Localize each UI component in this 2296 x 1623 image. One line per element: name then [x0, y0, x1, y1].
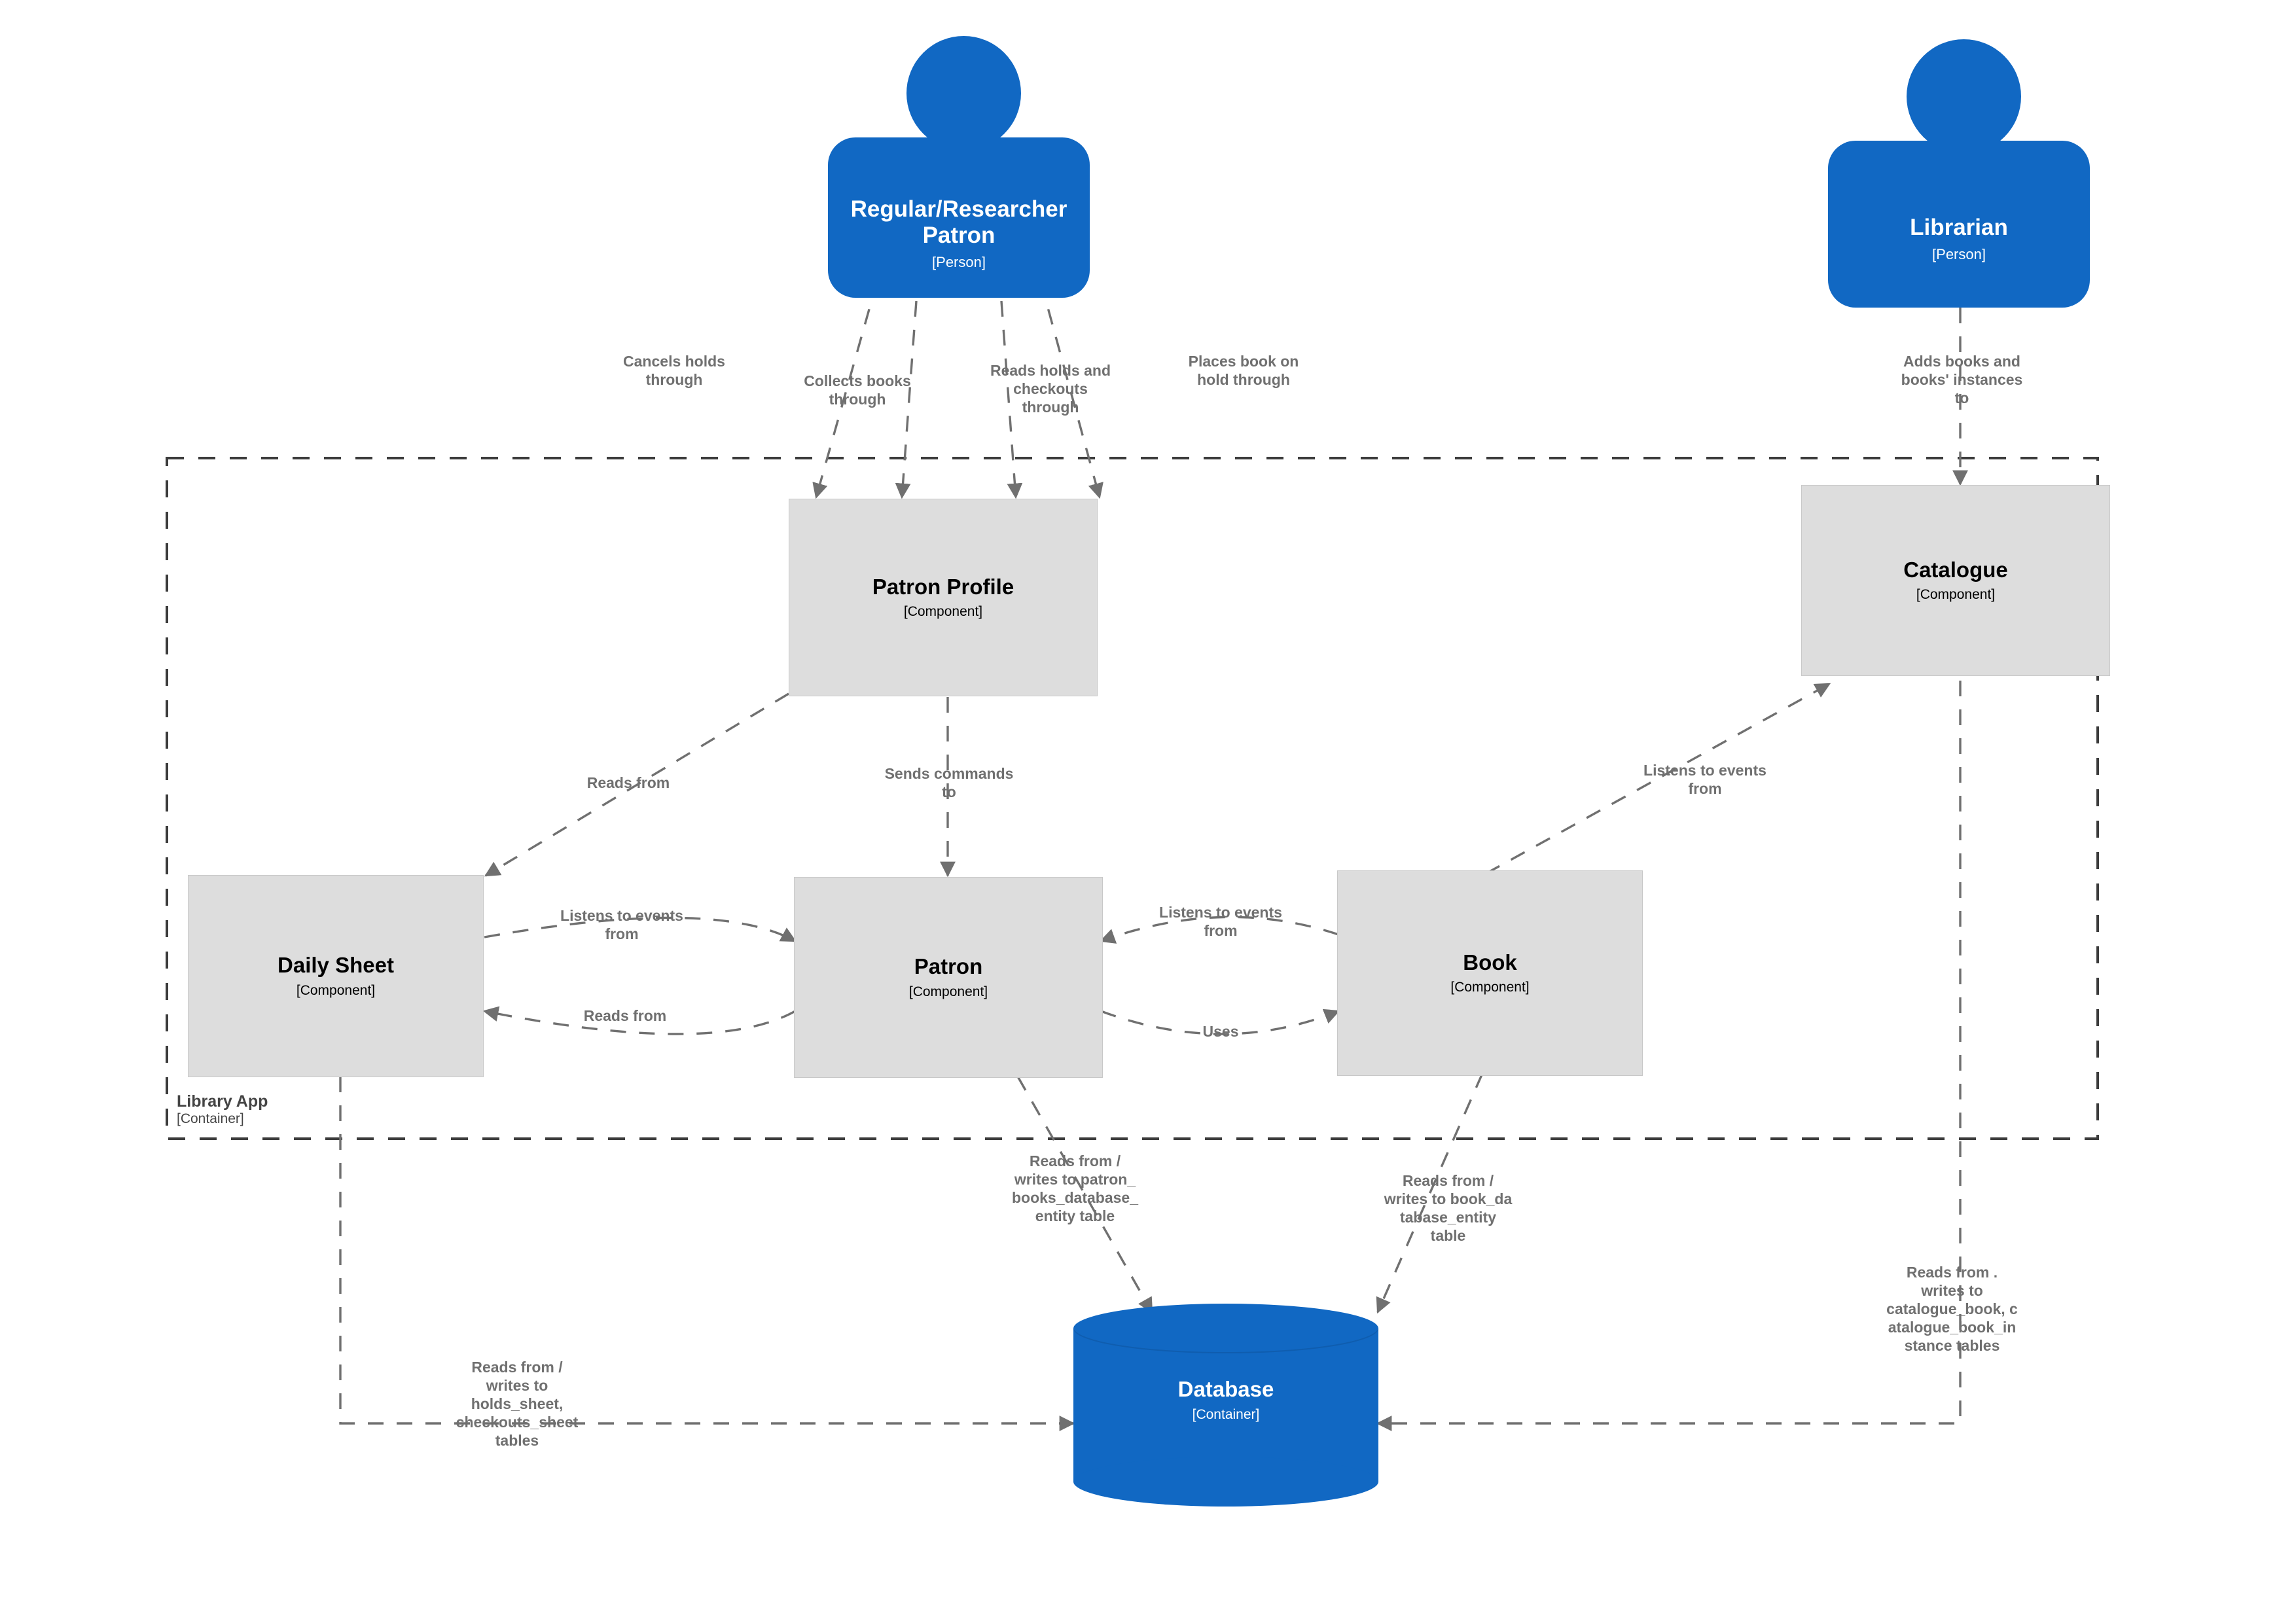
component-daily-sheet-name: Daily Sheet: [278, 953, 394, 978]
person-patron-type: [Person]: [932, 253, 986, 270]
database-name: Database: [1177, 1377, 1274, 1401]
component-patron-type: [Component]: [908, 984, 988, 999]
component-book-name: Book: [1463, 950, 1517, 974]
component-book-type: [Component]: [1450, 980, 1530, 995]
component-daily-sheet[interactable]: Daily Sheet [Component]: [188, 875, 484, 1077]
person-patron-label: Regular/Researcher Patron [Person]: [828, 196, 1090, 271]
person-librarian[interactable]: Librarian [Person]: [1828, 39, 2090, 308]
rel-label-patron-uses-book: Uses: [1202, 1023, 1239, 1040]
component-patron-profile-name: Patron Profile: [872, 574, 1014, 599]
database-cylinder[interactable]: Database [Container]: [1073, 1304, 1378, 1507]
person-patron-name: Regular/Researcher Patron: [850, 196, 1067, 248]
rel-label-patron-database: Reads from /writes to patron_books_datab…: [1011, 1152, 1139, 1225]
component-patron-name: Patron: [914, 954, 983, 979]
rel-label-profile-reads-daily: Reads from: [586, 774, 670, 791]
database-type: [Container]: [1192, 1407, 1260, 1422]
boundary-type: [Container]: [177, 1111, 244, 1126]
database-body-icon: [1073, 1329, 1378, 1482]
boundary-name: Library App: [177, 1092, 268, 1111]
database-top-icon: [1073, 1304, 1378, 1353]
component-daily-sheet-type: [Component]: [296, 982, 376, 998]
boundary-label-library-app: Library App [Container]: [177, 1092, 439, 1127]
database-label: Database [Container]: [1073, 1377, 1378, 1423]
database-bottom-icon: [1073, 1457, 1378, 1507]
librarian-body-icon: [1828, 141, 2090, 308]
person-regular-researcher-patron[interactable]: Regular/Researcher Patron [Person]: [828, 36, 1090, 298]
component-catalogue-type: [Component]: [1916, 587, 1996, 603]
rel-label-patron-reads-daily: Reads from: [583, 1007, 667, 1024]
person-body-icon: [828, 137, 1090, 298]
component-patron-profile[interactable]: Patron Profile [Component]: [789, 499, 1098, 696]
component-patron-profile-type: [Component]: [903, 604, 983, 620]
person-librarian-name: Librarian: [1910, 215, 2008, 240]
component-catalogue[interactable]: Catalogue [Component]: [1801, 485, 2110, 676]
person-head-icon: [906, 36, 1021, 151]
component-book[interactable]: Book [Component]: [1337, 870, 1643, 1076]
person-librarian-type: [Person]: [1932, 245, 1986, 262]
component-catalogue-name: Catalogue: [1903, 557, 2008, 582]
person-librarian-label: Librarian [Person]: [1828, 215, 2090, 263]
component-patron[interactable]: Patron [Component]: [794, 877, 1103, 1078]
librarian-head-icon: [1907, 39, 2021, 154]
